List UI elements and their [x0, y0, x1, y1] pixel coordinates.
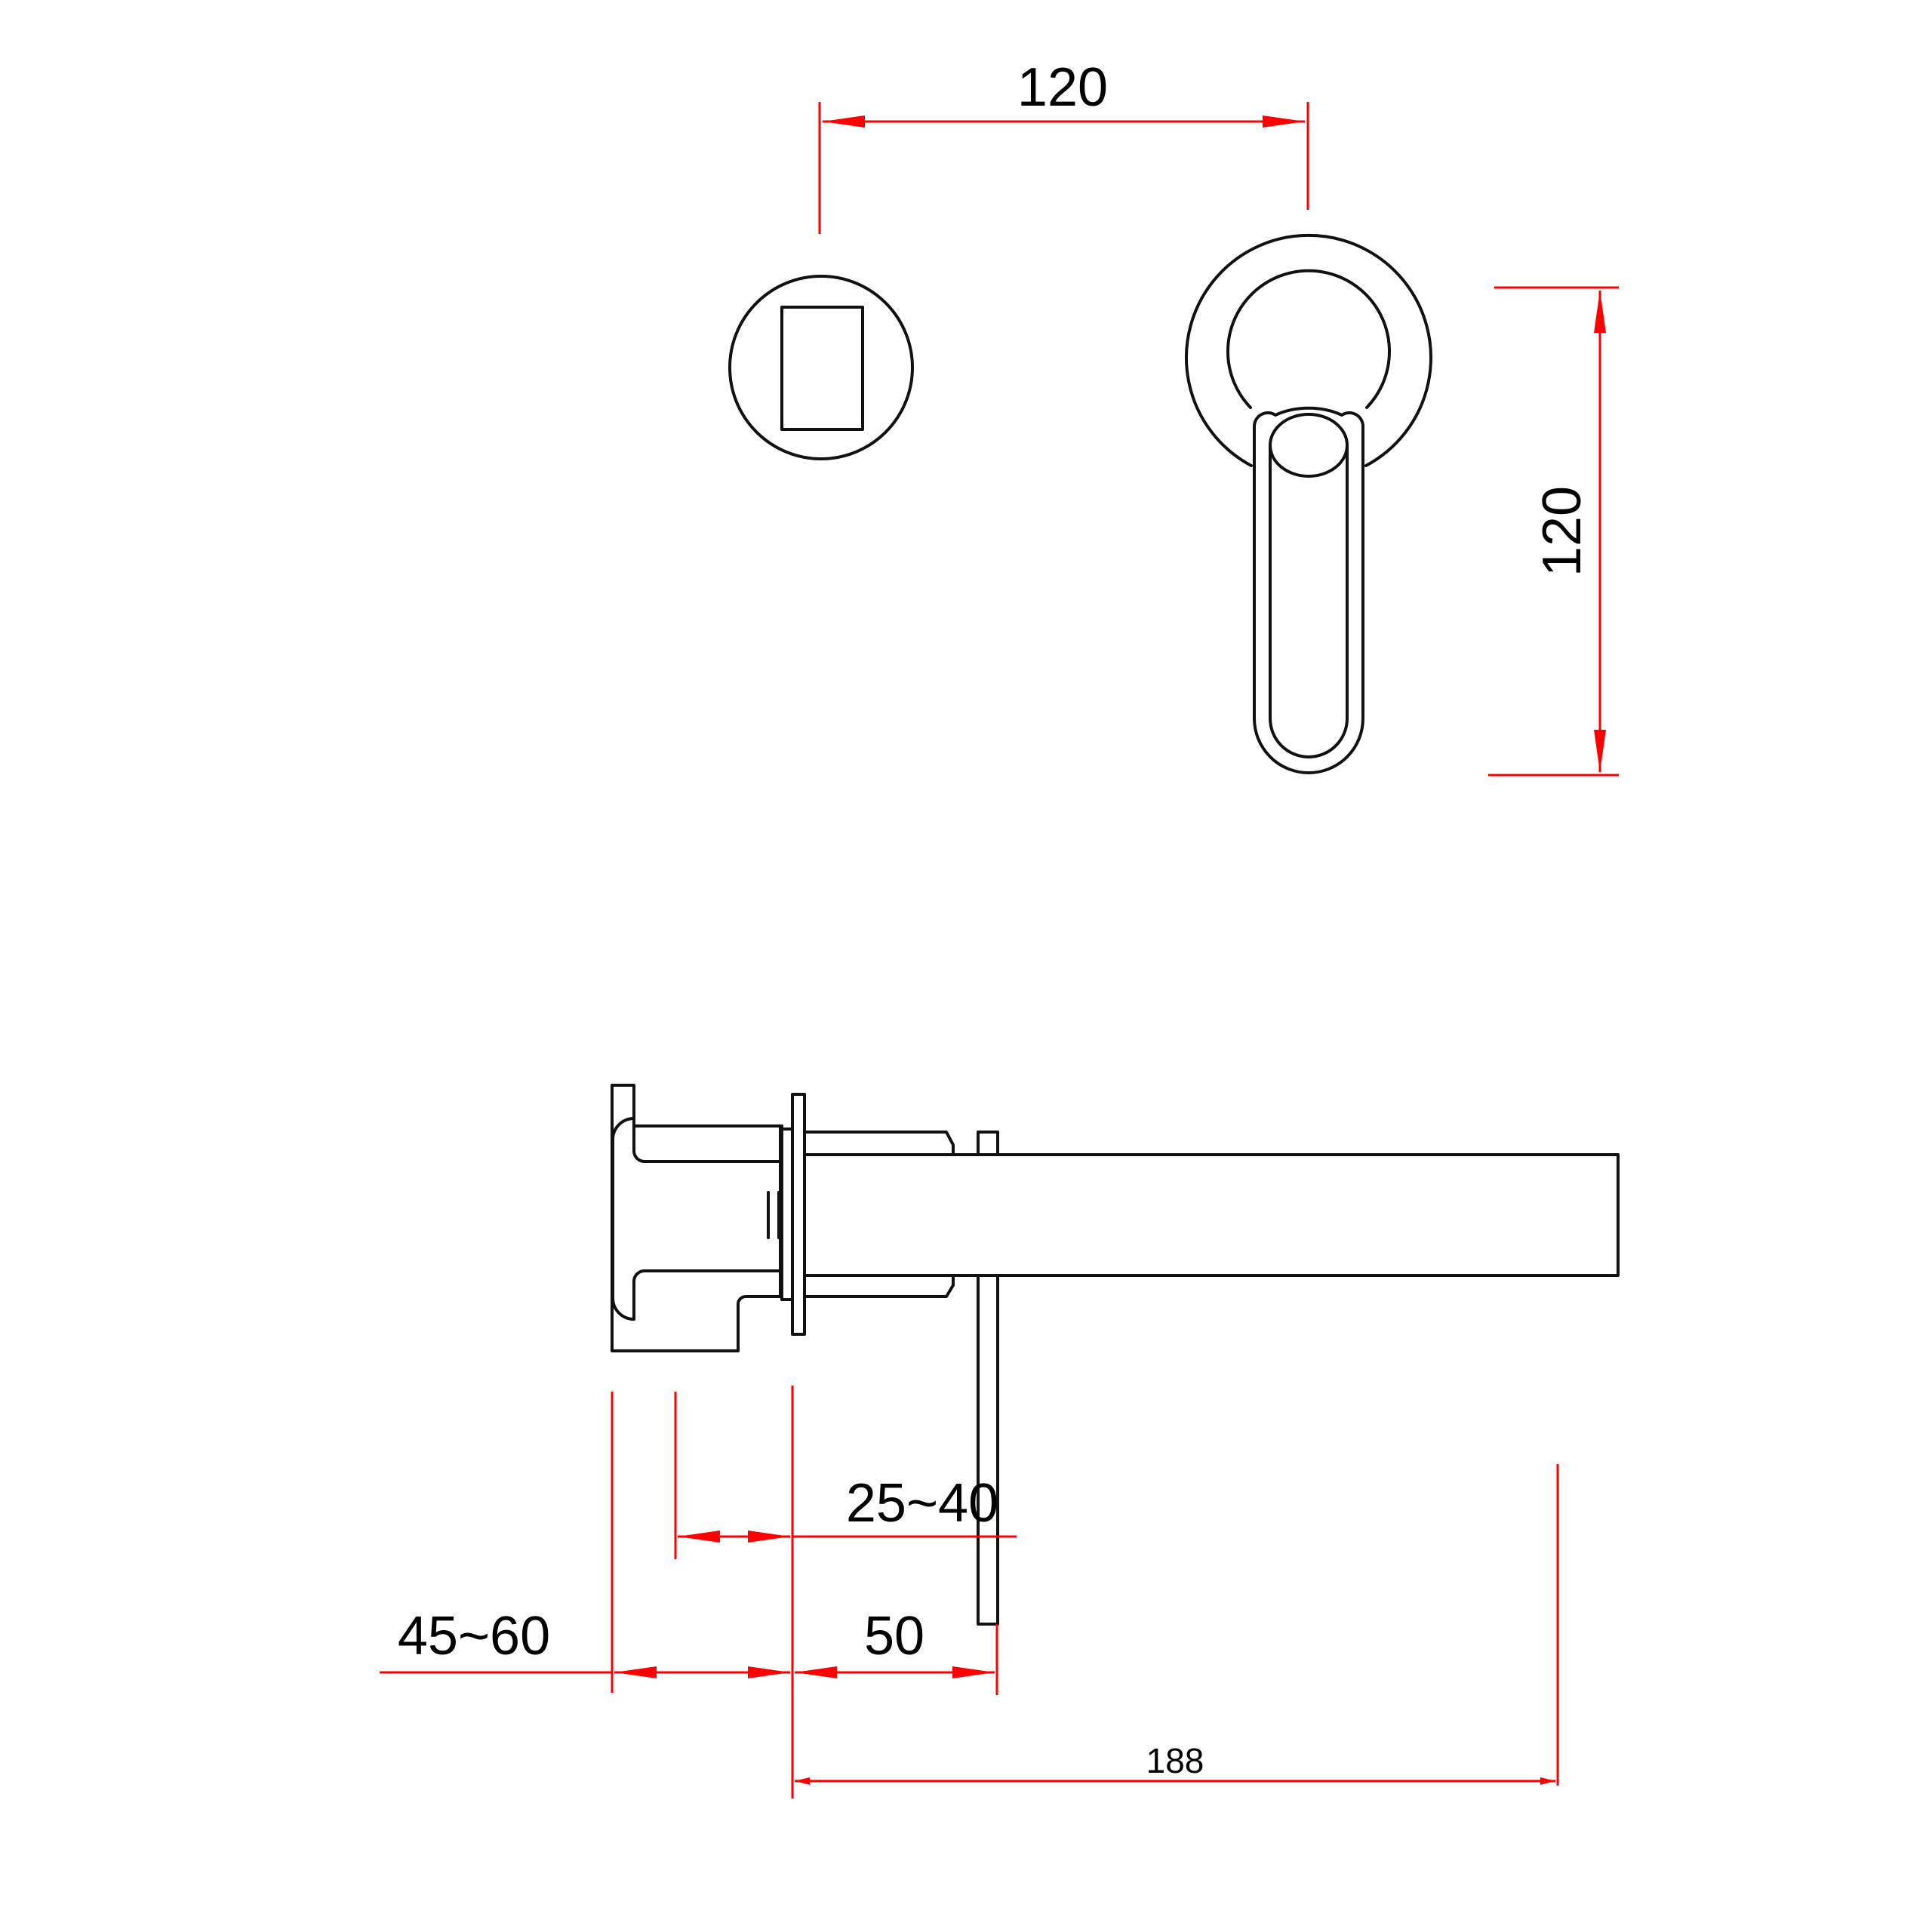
dimension-label-top-width: 120	[1017, 57, 1108, 118]
concealed-body	[611, 1084, 783, 1352]
spout-side	[996, 1153, 1620, 1277]
dimension-handle-height: 120	[1488, 286, 1619, 777]
front-view	[728, 233, 1432, 774]
dimension-top-width: 120	[818, 57, 1309, 234]
spout-outlet-front	[728, 275, 914, 460]
side-view	[611, 1084, 1620, 1626]
dimension-label-handle-height: 120	[1532, 486, 1592, 577]
handle-body-side	[803, 1131, 980, 1298]
cover-plate-side	[780, 1093, 806, 1336]
dimension-label-spout-offset: 50	[864, 1606, 924, 1666]
dimension-spout-offset: 50	[795, 1606, 998, 1695]
dimension-spout-length: 188	[795, 1464, 1559, 1786]
dimension-wall-range: 25~40	[674, 1386, 1017, 1798]
lever-side	[977, 1131, 999, 1626]
mixer-handle-front	[1185, 233, 1432, 774]
dimension-body-range: 45~60	[380, 1392, 790, 1693]
dimension-label-body-range: 45~60	[398, 1606, 550, 1666]
dimension-label-wall-range: 25~40	[846, 1473, 998, 1534]
dimension-label-spout-length: 188	[1146, 1741, 1204, 1780]
